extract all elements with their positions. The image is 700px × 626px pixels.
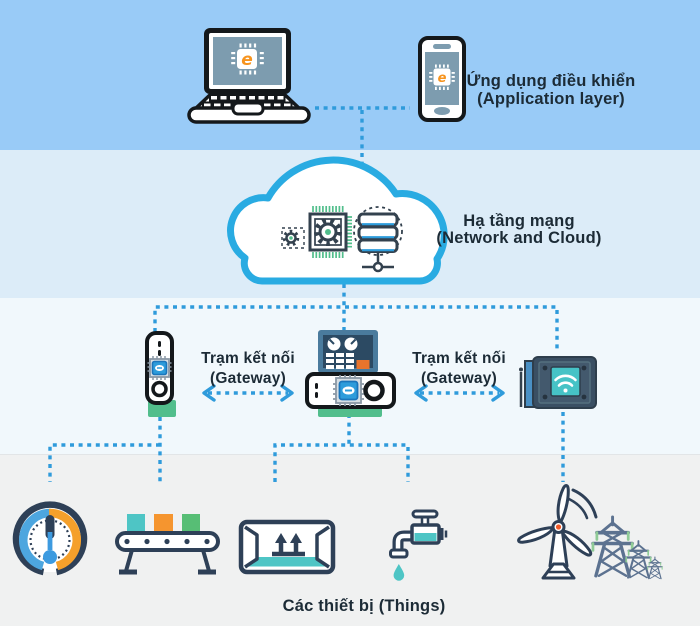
cloud-icon	[227, 156, 448, 285]
logo-letter: e	[438, 71, 447, 86]
gateway-right-label: Trạm kết nối (Gateway)	[412, 349, 506, 388]
control-monitor-icon	[318, 330, 378, 373]
chip-icon	[147, 356, 172, 380]
application-label-en: (Application layer)	[477, 89, 625, 108]
server-stack-icon	[353, 206, 403, 273]
connector-left-branch	[48, 417, 162, 482]
power-grid-towers-icon	[591, 515, 663, 580]
cpu-gears-icon	[281, 206, 352, 258]
arrowhead-icon	[280, 384, 294, 402]
network-label-vi: Hạ tầng mạng	[463, 212, 575, 230]
wind-turbine-icon	[517, 484, 598, 580]
open-crate-icon	[238, 519, 336, 575]
application-layer-label: Ứng dụng điều khiển (Application layer)	[466, 72, 636, 108]
band-application-layer	[0, 0, 700, 150]
gateway-left-label-en: (Gateway)	[210, 369, 286, 387]
arrowhead-left-icon	[202, 384, 216, 402]
wifi-module-icon	[519, 356, 597, 409]
smartphone-icon: e	[418, 36, 466, 122]
chip-icon	[333, 375, 364, 406]
conveyor-belt-icon	[115, 514, 220, 575]
gateway-console-icon	[305, 372, 396, 417]
gateway-pillar-icon	[145, 331, 176, 417]
things-label: Các thiết bị (Things)	[282, 597, 446, 615]
network-layer-label: Hạ tầng mạng (Network and Cloud)	[436, 213, 601, 247]
gateway-right-label-en: (Gateway)	[421, 369, 497, 387]
chip-logo-icon: e	[429, 64, 455, 90]
connector-center-branch	[273, 414, 410, 482]
gauge-thermometer-icon	[12, 501, 88, 576]
arrowhead-icon2	[414, 384, 428, 402]
gateway-left-label: Trạm kết nối (Gateway)	[201, 349, 295, 388]
application-label-vi: Ứng dụng điều khiển	[466, 72, 636, 90]
connector-gateway-bus	[153, 305, 559, 352]
wifi-icon	[554, 374, 577, 393]
arrow-heads	[202, 384, 505, 402]
water-faucet-icon	[389, 509, 448, 581]
arrowhead-right-icon	[491, 384, 505, 402]
things-layer-label: Các thiết bị (Things)	[283, 597, 446, 615]
gateway-left-label-vi: Trạm kết nối	[201, 350, 295, 367]
laptop-icon: e	[187, 28, 311, 124]
network-label-en: (Network and Cloud)	[436, 229, 602, 247]
connector-lines	[48, 106, 565, 482]
chip-logo-icon: e	[231, 43, 264, 75]
gateway-right-label-vi: Trạm kết nối	[412, 350, 506, 367]
logo-letter: e	[241, 50, 253, 70]
up-arrows-icon	[272, 533, 305, 557]
